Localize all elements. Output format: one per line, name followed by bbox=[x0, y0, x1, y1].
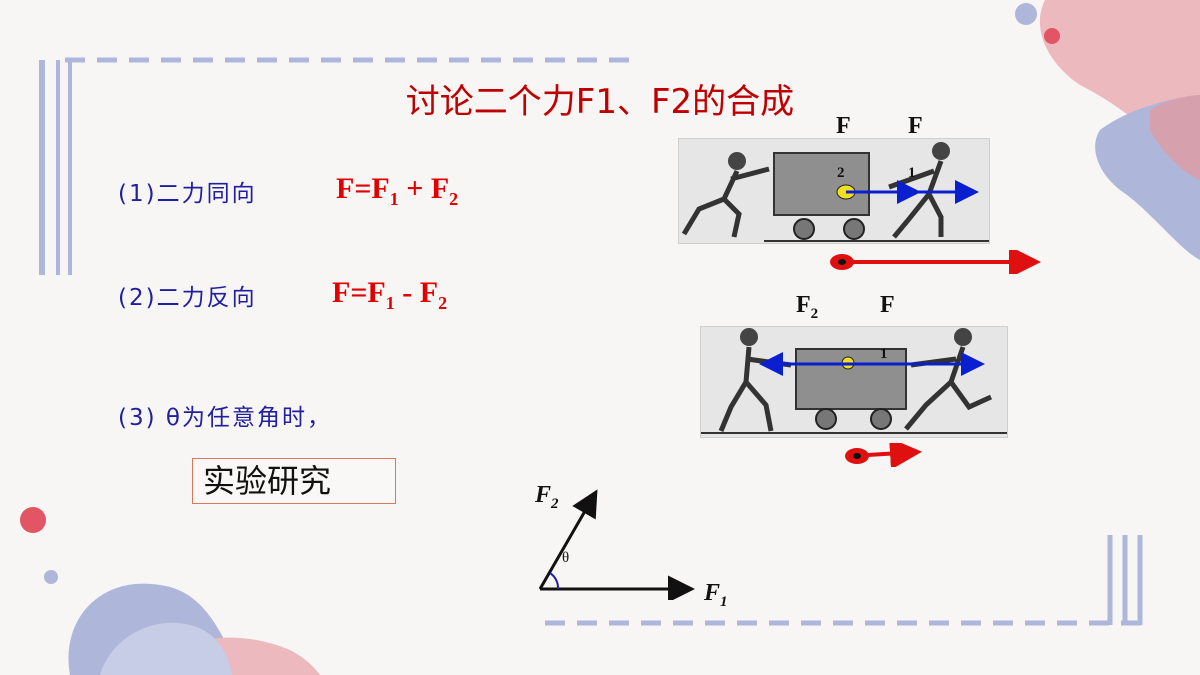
item-opposite-direction-label: (2)二力反向 bbox=[118, 285, 257, 311]
formula-same-direction: F=F1 + F2 bbox=[336, 172, 459, 209]
fig1-resultant-arrow bbox=[830, 250, 1041, 274]
force-angle-diagram bbox=[538, 489, 695, 600]
experiment-button[interactable]: 实验研究 bbox=[192, 458, 396, 504]
item-same-direction-label: (1)二力同向 bbox=[118, 181, 257, 207]
fig2-force-arrows bbox=[759, 352, 985, 376]
fig1-label-f-left: F bbox=[836, 113, 851, 139]
cart-tug-of-war-image bbox=[700, 326, 1008, 438]
fig2-label-f: F bbox=[880, 292, 895, 318]
angle-label-theta: θ bbox=[562, 550, 570, 566]
formula-opposite-direction: F=F1 - F2 bbox=[332, 276, 448, 313]
fig1-force-arrows bbox=[836, 180, 979, 204]
fig1-label-f-right: F bbox=[908, 113, 923, 139]
slide-title: 讨论二个力F1、F2的合成 bbox=[405, 82, 795, 122]
fig2-label-f2: F2 bbox=[796, 292, 819, 322]
fig2-resultant-arrow bbox=[845, 443, 922, 467]
fig1-point-number-2: 2 bbox=[837, 165, 845, 181]
fig2-point-number-1: 1 bbox=[880, 346, 888, 362]
item-arbitrary-angle-label: (3) θ为任意角时， bbox=[118, 405, 332, 431]
angle-label-f2: F2 bbox=[535, 482, 559, 512]
fig1-point-number-1: 1 bbox=[908, 165, 916, 181]
angle-label-f1: F1 bbox=[704, 580, 728, 610]
